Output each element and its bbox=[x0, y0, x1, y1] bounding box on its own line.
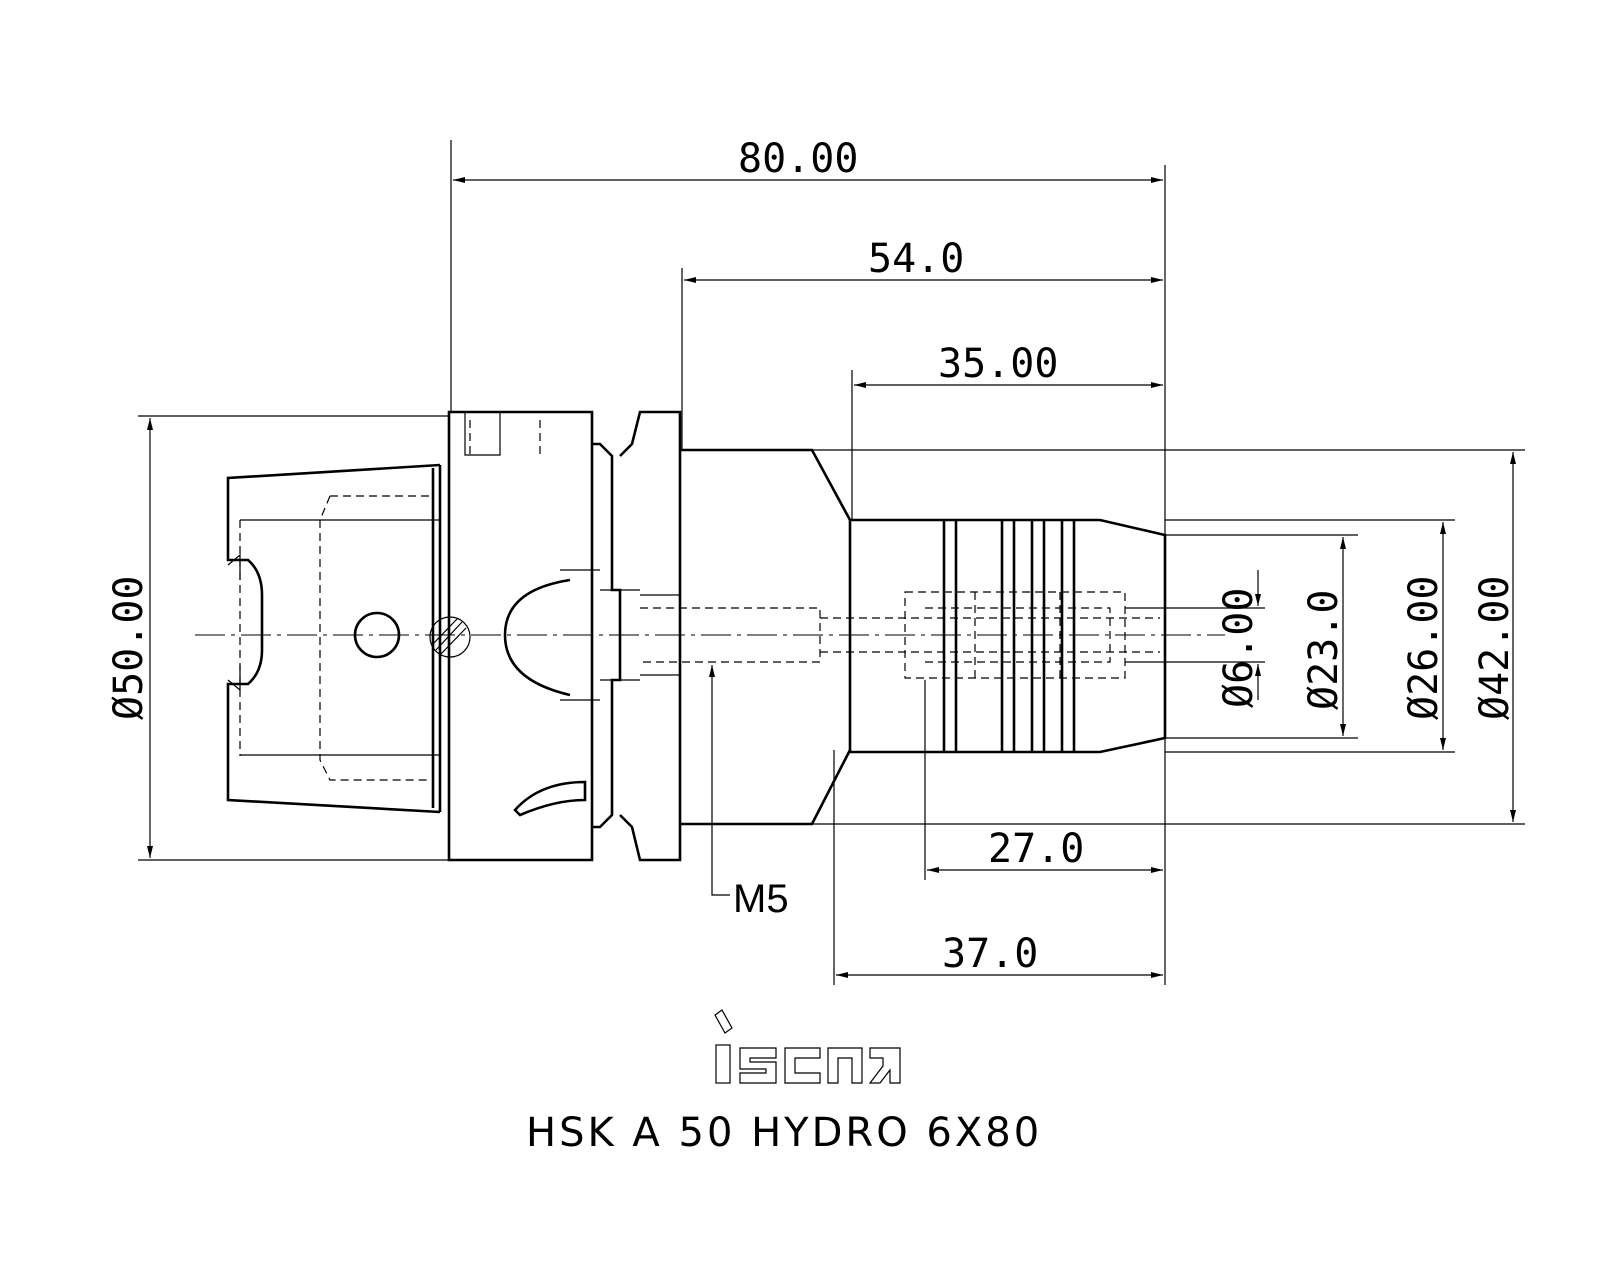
dim-diameter-body: Ø42.00 bbox=[1472, 576, 1518, 721]
dimension-labels: 80.00 54.0 35.00 Ø50.00 Ø42.00 Ø26.00 Ø2… bbox=[106, 136, 1518, 977]
dim-diameter-clamp: Ø26.00 bbox=[1401, 576, 1447, 721]
dim-overall-length: 80.00 bbox=[738, 136, 858, 182]
thread-label: M5 bbox=[733, 877, 789, 921]
dimension-lines bbox=[147, 177, 1516, 978]
dim-body-to-end: 54.0 bbox=[868, 236, 964, 282]
dim-nose-length: 37.0 bbox=[942, 931, 1038, 977]
dim-diameter-flange: Ø50.00 bbox=[106, 576, 152, 721]
iscar-logo bbox=[714, 1009, 901, 1084]
dim-diameter-bore: Ø6.00 bbox=[1216, 588, 1262, 708]
dim-clamp-length: 27.0 bbox=[988, 826, 1084, 872]
drawing-title: HSK A 50 HYDRO 6X80 bbox=[526, 1110, 1042, 1156]
dim-shank-length: 35.00 bbox=[938, 341, 1058, 387]
dim-diameter-inner: Ø23.0 bbox=[1301, 590, 1347, 710]
tool-holder-outline bbox=[195, 410, 1225, 862]
extension-lines bbox=[138, 140, 1525, 985]
